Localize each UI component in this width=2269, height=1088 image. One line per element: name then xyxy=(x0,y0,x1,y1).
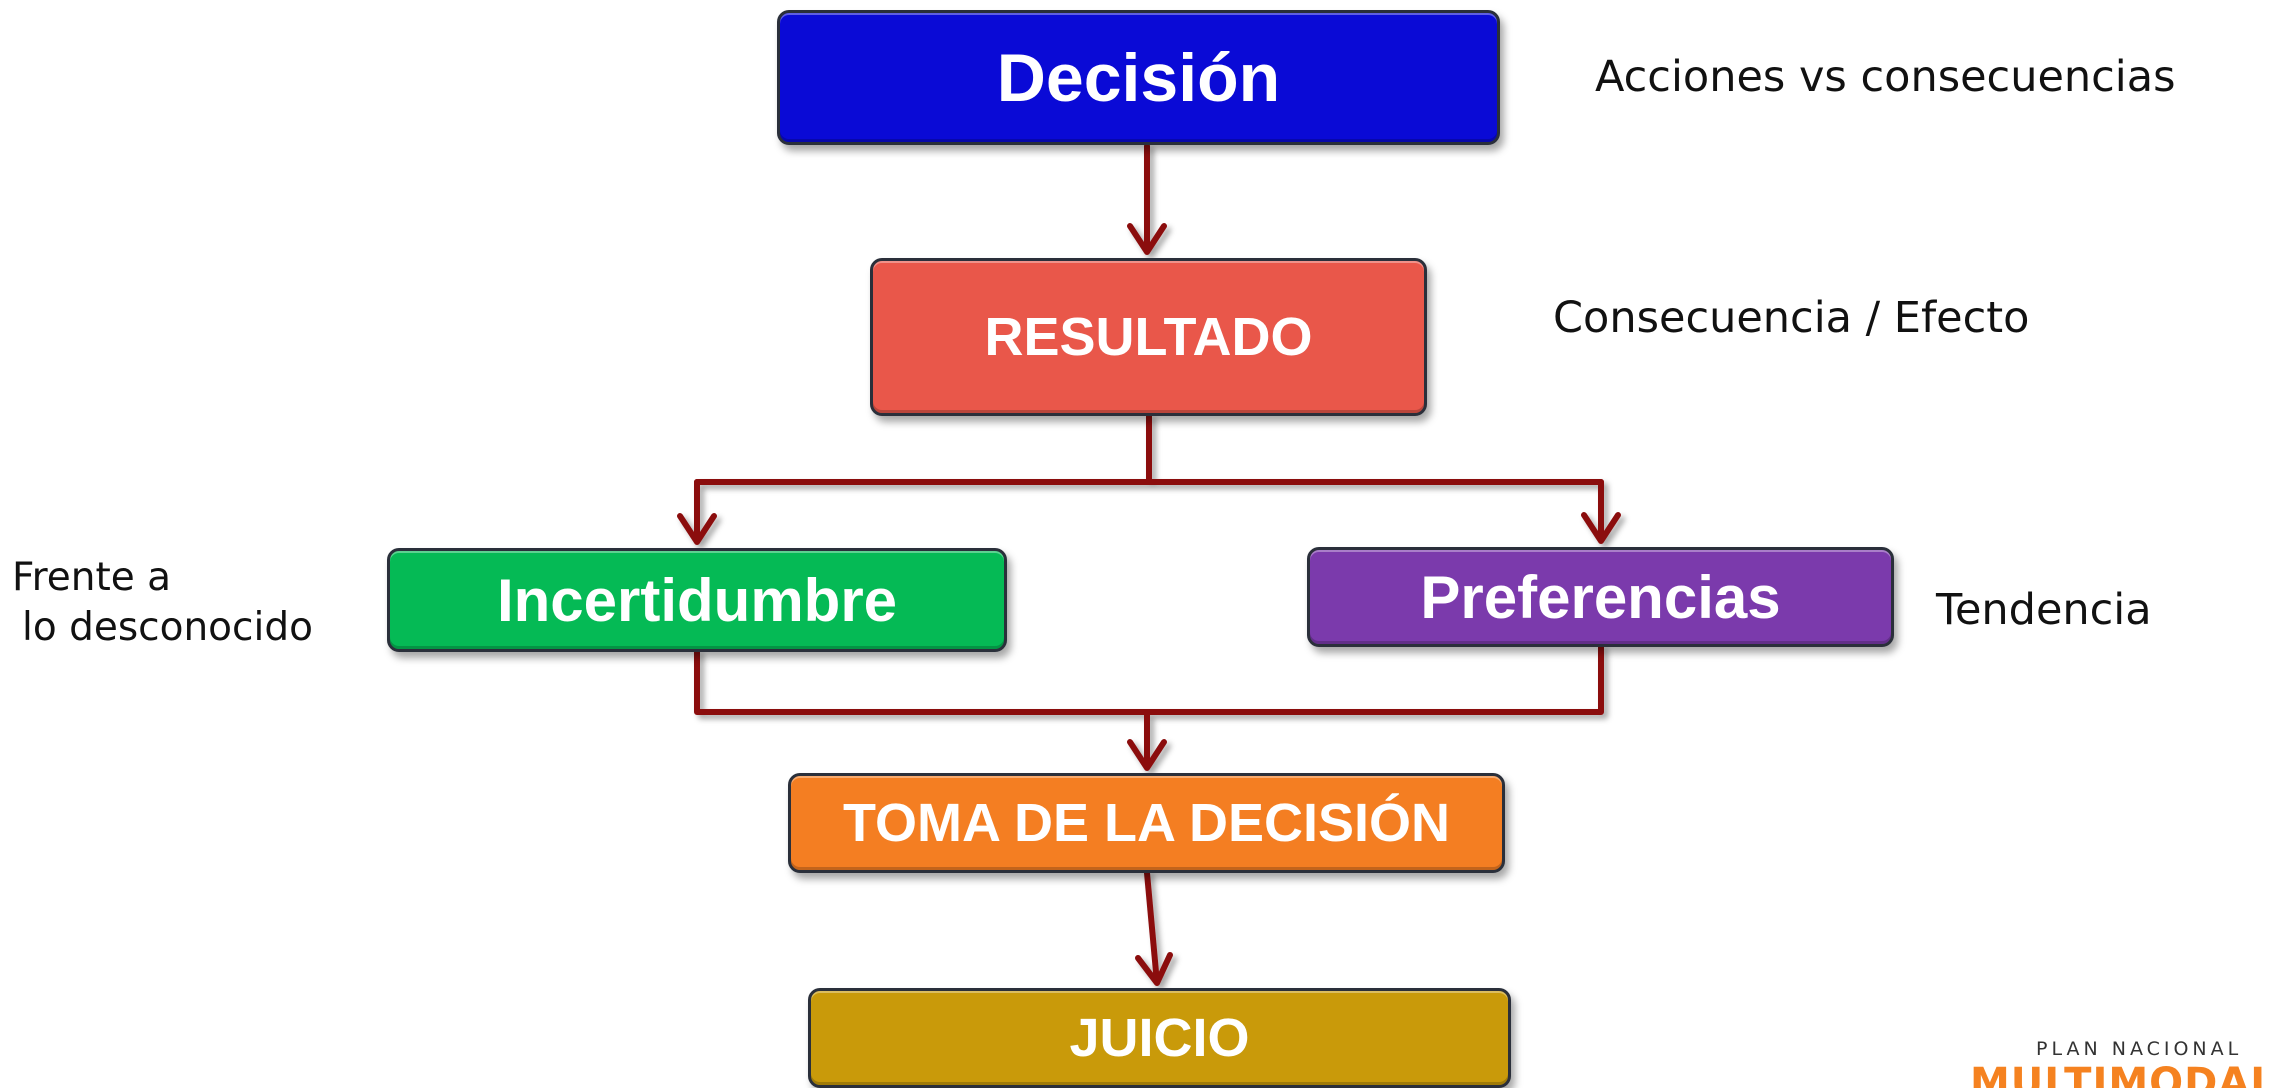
line-merge xyxy=(694,644,1604,715)
arrow-decision-to-resultado xyxy=(1127,143,1167,255)
incertidumbre-label: Incertidumbre xyxy=(496,566,898,634)
resultado-label: RESULTADO xyxy=(984,307,1313,367)
preferencias-label: Preferencias xyxy=(1420,563,1781,631)
juicio-label: JUICIO xyxy=(1069,1008,1250,1068)
line-resultado-split xyxy=(694,413,1604,485)
arrow-to-incertidumbre xyxy=(677,479,717,545)
incertidumbre-box: Incertidumbre xyxy=(387,548,1007,652)
preferencias-box: Preferencias xyxy=(1307,547,1894,647)
note-frente-line1: Frente a xyxy=(12,555,172,600)
arrow-to-preferencias xyxy=(1581,479,1621,544)
arrow-to-toma xyxy=(1127,709,1167,771)
toma-de-decision-label: TOMA DE LA DECISIÓN xyxy=(842,793,1451,853)
logo-line2: MULTIMODAL xyxy=(1970,1060,2269,1088)
toma-de-decision-box: TOMA DE LA DECISIÓN xyxy=(788,773,1505,873)
note-acciones: Acciones vs consecuencias xyxy=(1595,52,2176,102)
resultado-box: RESULTADO xyxy=(870,258,1427,416)
note-frente-line2: lo desconocido xyxy=(22,605,313,650)
arrow-toma-to-juicio xyxy=(1135,870,1173,986)
note-consecuencia: Consecuencia / Efecto xyxy=(1553,293,2030,343)
juicio-box: JUICIO xyxy=(808,988,1511,1088)
plan-nacional-logo: PLAN NACIONAL MULTIMODAL xyxy=(1960,1030,2269,1088)
logo-line1: PLAN NACIONAL xyxy=(2036,1038,2243,1060)
decision-label: Decisión xyxy=(996,39,1281,116)
note-tendencia: Tendencia xyxy=(1936,585,2152,635)
decision-box: Decisión xyxy=(777,10,1500,145)
